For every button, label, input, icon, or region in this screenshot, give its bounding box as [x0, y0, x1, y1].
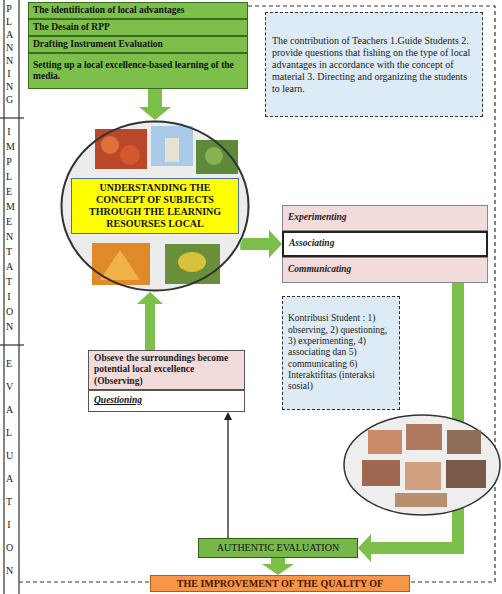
- concept-oval: UNDERSTANDING THE CONCEPT OF SUBJECTS TH…: [60, 120, 250, 292]
- activity-step: Obseve the surroundings become potential…: [88, 350, 245, 390]
- photo: [92, 243, 150, 285]
- photo-detail: [101, 136, 119, 154]
- flow-arrow: [227, 420, 228, 538]
- photo-detail: [100, 250, 140, 280]
- box-text: Setting up a local excellence-based lear…: [33, 60, 243, 83]
- phase-label: EVALUATION: [6, 352, 16, 582]
- activity-step: Communicating: [282, 257, 488, 283]
- box-text: Associating: [289, 238, 481, 249]
- photo: [405, 462, 441, 490]
- box-text: AUTHENTIC EVALUATION: [203, 542, 353, 554]
- planning-step: The Desain of RPP: [28, 19, 248, 36]
- activity-step: Associating: [282, 231, 488, 257]
- phase-divider: [0, 117, 24, 118]
- photo: [447, 430, 481, 454]
- teacher-note: The contribution of Teachers 1.Guide Stu…: [265, 12, 483, 117]
- planning-step: Setting up a local excellence-based lear…: [28, 53, 248, 89]
- box-text: THE IMPROVEMENT OF THE QUALITY OF: [155, 578, 405, 590]
- phase-label: IMPLEMENTATION: [6, 124, 16, 334]
- box-text: The identification of local advantages: [33, 5, 243, 16]
- box-text: Kontribusi Student : 1) observing, 2) qu…: [288, 313, 394, 393]
- flow-arrow: [240, 238, 269, 250]
- outcome-box: THE IMPROVEMENT OF THE QUALITY OF: [150, 575, 410, 592]
- flow-arrow: [271, 558, 285, 564]
- box-text: Questioning: [94, 395, 239, 406]
- evaluation-box: AUTHENTIC EVALUATION: [198, 538, 358, 558]
- box-text: UNDERSTANDING THE CONCEPT OF SUBJECTS TH…: [71, 178, 239, 234]
- photo: [406, 424, 442, 450]
- photo: [165, 244, 220, 284]
- band-line: [3, 0, 4, 594]
- oval-ground: [60, 120, 250, 292]
- photo: [151, 126, 193, 166]
- activity-photo-oval: [344, 415, 500, 515]
- photo: [368, 430, 402, 454]
- phase-divider: [0, 344, 24, 345]
- flow-arrow: [148, 89, 162, 107]
- feedback-frame: [19, 6, 495, 582]
- phase-label: PLANNING: [6, 2, 16, 106]
- band-line: [18, 0, 19, 594]
- oval-outline: [62, 122, 249, 291]
- flow-arrow: [145, 304, 155, 350]
- photo: [395, 493, 447, 507]
- activity-step: Questioning: [88, 390, 245, 412]
- box-text: Experimenting: [288, 212, 482, 223]
- box-text: The contribution of Teachers 1.Guide Stu…: [272, 35, 476, 95]
- photo-detail: [178, 252, 206, 272]
- box-text: Drafting Instrument Evaluation: [33, 39, 243, 50]
- box-text: The Desain of RPP: [33, 22, 243, 33]
- student-note: Kontribusi Student : 1) observing, 2) qu…: [282, 296, 400, 410]
- photo: [446, 460, 486, 488]
- photo-detail: [165, 138, 179, 162]
- photo-detail: [120, 145, 140, 165]
- planning-step: The identification of local advantages: [28, 2, 248, 19]
- activity-step: Experimenting: [282, 205, 488, 231]
- photo: [362, 460, 400, 486]
- planning-step: Drafting Instrument Evaluation: [28, 36, 248, 53]
- photo-detail: [205, 147, 223, 165]
- box-text: Communicating: [288, 264, 482, 275]
- box-text: Obseve the surroundings become potential…: [94, 353, 239, 387]
